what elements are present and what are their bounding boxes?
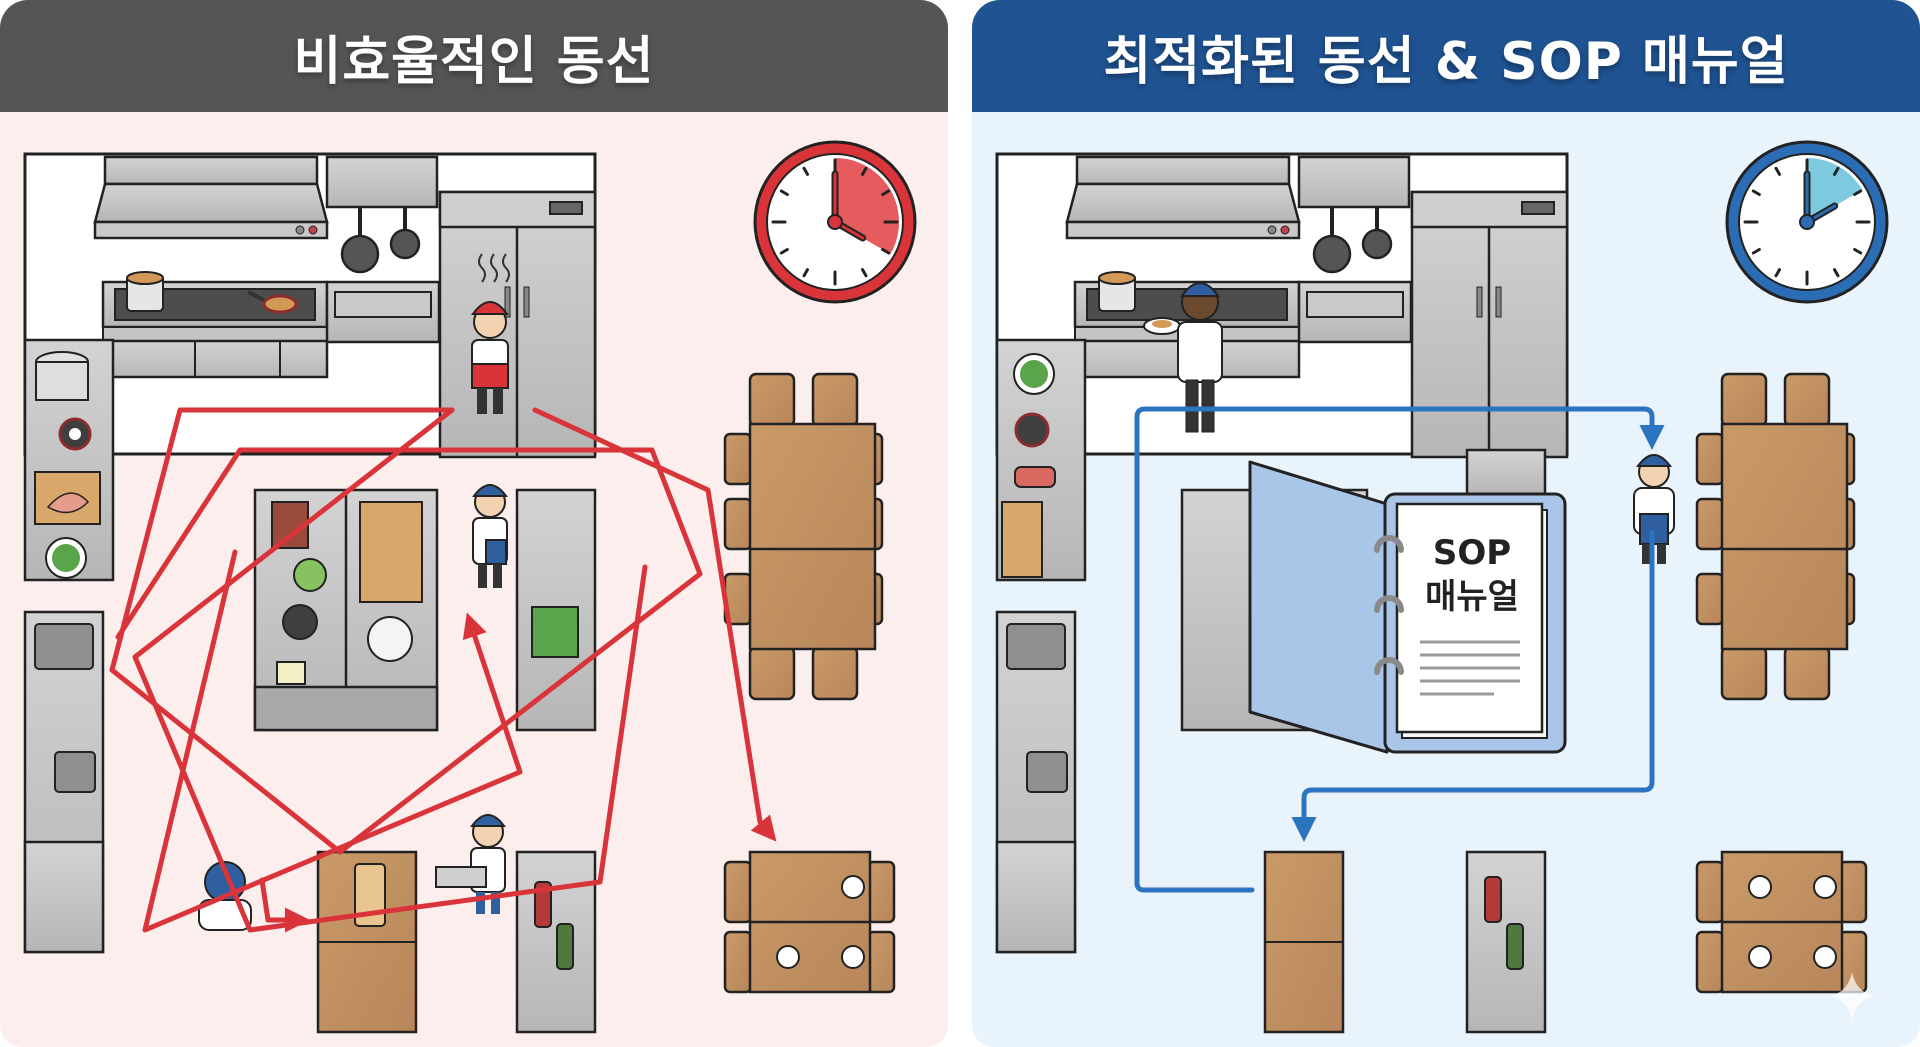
prep-cook-figure <box>472 484 508 588</box>
hanging-pans <box>1297 155 1411 274</box>
range-hood <box>93 155 329 240</box>
plate-icon <box>841 945 865 969</box>
inefficient-panel: 비효율적인 동선 <box>0 0 948 1047</box>
clock-center-pin <box>827 214 843 230</box>
stressed-chef-figure <box>471 253 510 414</box>
clock-tick <box>1833 166 1840 176</box>
inefficient-path <box>109 407 777 933</box>
inefficient-panel-title: 비효율적인 동선 <box>0 0 948 112</box>
clock-tick <box>881 189 891 196</box>
clock-tick <box>779 189 789 196</box>
sop-manual-subtitle: 매뉴얼 <box>1425 577 1519 617</box>
drinks-station <box>1465 850 1547 1034</box>
plate-icon <box>841 875 865 899</box>
clock-tick <box>1853 189 1863 196</box>
clock-tick <box>861 268 868 278</box>
bread-station <box>316 850 418 1034</box>
side-prep-counter <box>995 338 1087 954</box>
chef-plating-figure <box>1143 282 1223 433</box>
plate-icon <box>1813 945 1837 969</box>
clock-tick <box>1774 166 1781 176</box>
refrigerator <box>438 190 597 459</box>
optimized-panel: 최적화된 동선 & SOP 매뉴얼 <box>972 0 1920 1047</box>
sop-manual-title: SOP <box>1433 533 1511 573</box>
refrigerator <box>1410 190 1569 459</box>
clock-icon <box>1725 140 1889 304</box>
plate-icon <box>776 945 800 969</box>
clock-tick <box>1853 248 1863 255</box>
clock-icon <box>753 140 917 304</box>
side-prep-counter <box>23 338 115 954</box>
dining-table-long <box>1695 372 1856 701</box>
plate-icon <box>1748 875 1772 899</box>
clock-tick <box>802 166 809 176</box>
range-hood <box>1065 155 1301 240</box>
clock-tick <box>861 166 868 176</box>
plate-icon <box>1748 945 1772 969</box>
optimized-panel-title: 최적화된 동선 & SOP 매뉴얼 <box>972 0 1920 112</box>
clock-center-pin <box>1799 214 1815 230</box>
dining-table-long <box>723 372 884 701</box>
hanging-pans <box>325 155 439 274</box>
sparkle-watermark-icon <box>1830 972 1874 1020</box>
optimized-kitchen-scene: SOP 매뉴얼 <box>995 140 1889 1034</box>
clock-tick <box>1751 248 1761 255</box>
clock-tick <box>1833 268 1840 278</box>
baker-figure <box>435 814 506 914</box>
sop-manual-binder: SOP 매뉴얼 <box>1248 460 1567 754</box>
clock-tick <box>802 268 809 278</box>
plate-icon <box>1813 875 1837 899</box>
drinks-station <box>515 850 597 1034</box>
dining-table-square <box>723 850 896 994</box>
server-walking-figure <box>1633 454 1675 564</box>
clock-tick <box>1751 189 1761 196</box>
inefficient-kitchen-scene <box>23 140 917 1034</box>
clock-tick <box>779 248 789 255</box>
pass-counter <box>1263 850 1345 1034</box>
clock-elapsed-sector <box>1807 158 1863 222</box>
optimized-path <box>1134 406 1665 893</box>
clock-tick <box>1774 268 1781 278</box>
dining-table-square <box>1695 850 1868 994</box>
prep-island <box>253 488 597 732</box>
stove-range <box>101 271 441 379</box>
clock-tick <box>881 248 891 255</box>
